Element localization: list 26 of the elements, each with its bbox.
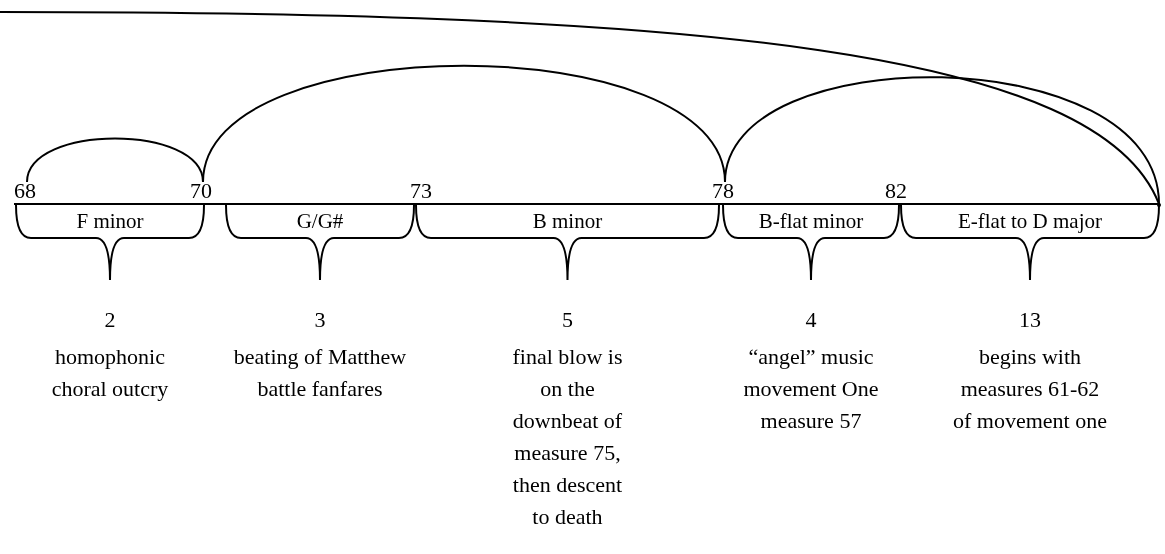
key-label: B minor — [531, 210, 604, 232]
key-label: E-flat to D major — [956, 210, 1103, 232]
measure-count: 13 — [1019, 307, 1041, 332]
arc — [0, 11, 1160, 205]
measure-number: 78 — [712, 180, 734, 202]
section-description: beating of Matthew battle fanfares — [232, 343, 408, 403]
measure-count: 4 — [805, 307, 817, 332]
measure-number: 70 — [190, 180, 212, 202]
section-description: homophonic choral outcry — [50, 343, 170, 403]
arc — [724, 76, 1160, 205]
key-label: G/G# — [295, 210, 345, 232]
measure-count: 3 — [314, 307, 326, 332]
key-label: B-flat minor — [757, 210, 865, 232]
section-description: “angel” music movement One measure 57 — [742, 343, 880, 435]
key-label: F minor — [75, 210, 145, 232]
timeline-line — [13, 203, 1160, 205]
section-description: final blow is on the downbeat of measure 75, then descent to death — [511, 343, 624, 531]
measure-number: 73 — [410, 180, 432, 202]
arc — [202, 64, 726, 183]
measure-number: 82 — [885, 180, 907, 202]
line-end-dot — [1157, 203, 1161, 207]
measure-number: 68 — [14, 180, 36, 202]
section-description: begins with measures 61-62 of movement one — [952, 343, 1108, 435]
arc — [26, 137, 204, 183]
measure-count: 5 — [562, 307, 573, 332]
measure-count: 2 — [104, 307, 116, 332]
